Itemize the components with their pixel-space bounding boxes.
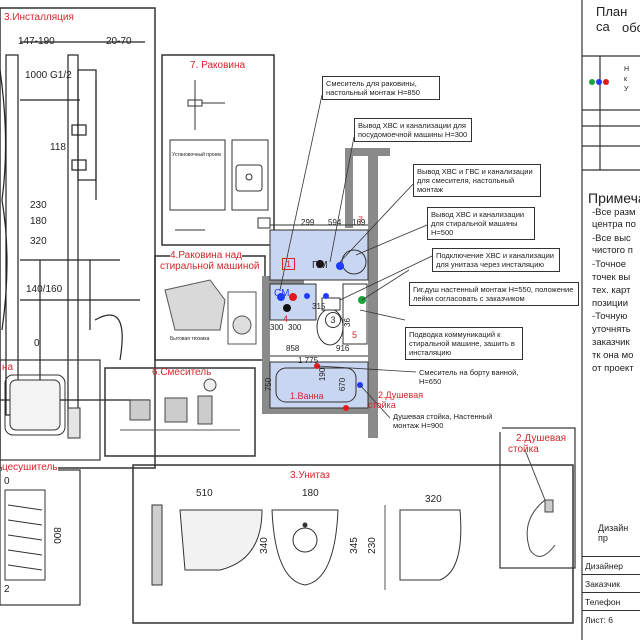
note-line: -Точную	[592, 311, 628, 322]
title-block-client: Заказчик	[582, 574, 640, 592]
plan-label-shower-2: стойка	[368, 400, 396, 410]
sink-drawing	[169, 80, 271, 231]
design-label: Дизайн пр	[598, 523, 629, 543]
plan-label-sm: СМ	[274, 288, 290, 299]
plan-label-pm: ПМ	[312, 260, 328, 271]
note-line: тех. карт	[592, 285, 631, 296]
note-line: -Точное	[592, 259, 627, 270]
plan-dim-299: 299	[301, 218, 315, 227]
plan-dim-858: 858	[286, 344, 300, 353]
towel-dryer-drawing	[4, 489, 46, 581]
note-line: уточнять	[592, 324, 631, 335]
callout-toilet-connection: Подключение ХВС и канализации для унитаз…	[432, 248, 560, 272]
laundry-caption: Бытовая техника	[170, 336, 210, 342]
shower-head-title-2: стойка	[508, 444, 539, 455]
laundry-sink-title-1: 4.Раковина над	[170, 250, 242, 261]
toilet-dim-230: 230	[366, 537, 378, 554]
toilet-drawings	[151, 504, 462, 590]
plan-mark-4: 4	[283, 314, 289, 324]
plan-dim-315: 315	[312, 302, 326, 311]
callout-washing-machine: Вывод ХВС и канализации для стиральной м…	[427, 207, 535, 240]
plan-dim-594: 594	[328, 218, 342, 227]
dim-140-160: 140/160	[26, 284, 63, 295]
note-line: заказчик	[592, 337, 630, 348]
laundry-sink-title-2: стиральной машиной	[160, 261, 260, 272]
floor-plan	[262, 94, 433, 438]
bath-fragment-title: на	[2, 362, 14, 373]
dim-20-70: 20-70	[106, 36, 132, 47]
plan-mark-1: 1	[282, 258, 296, 270]
callout-shower-stand: Душевая стойка, Настенный монтаж H=900	[390, 410, 502, 432]
callout-bath-mixer: Смеситель на борту ванной, H=650	[416, 366, 528, 388]
note-line: от проект	[592, 363, 634, 374]
callout-washer-supply: Подводка коммуникаций к стиральной машин…	[405, 327, 523, 360]
title-block-sheet: Лист: 6	[582, 610, 640, 628]
callout-mixer-outlet: Вывод ХВС и ГВС и канализации для смесит…	[413, 164, 541, 197]
title-block-designer: Дизайнер	[582, 556, 640, 574]
right-panel-frame	[581, 0, 640, 640]
sheet-title-1: План са	[596, 4, 628, 34]
sink-title: 7. Раковина	[190, 60, 246, 71]
legend-line-1: Н	[624, 66, 630, 73]
plan-mark-7: 7	[358, 215, 364, 225]
towel-dim-2: 2	[4, 584, 10, 595]
sink-caption: Установочный проем	[172, 152, 221, 158]
shower-head-title-1: 2.Душевая	[516, 433, 567, 444]
dim-180: 180	[30, 216, 47, 227]
plan-dim-36: 36	[342, 318, 352, 327]
bathtub-drawing	[4, 374, 81, 439]
towel-dim-0: 0	[4, 476, 10, 487]
dim-g12: G1/2	[50, 70, 72, 81]
plan-dim-300b: 300	[288, 323, 302, 332]
note-line: позиции	[592, 298, 629, 309]
plan-dim-670: 670	[338, 377, 348, 392]
mixer-title: 6.Смеситель	[152, 367, 212, 378]
toilet-dim-340: 340	[258, 537, 270, 554]
callout-dishwasher: Вывод ХВС и канализации для посудомоечно…	[354, 118, 472, 142]
sheet-title-2: обо	[622, 20, 640, 35]
dim-320: 320	[30, 236, 47, 247]
plan-dim-750: 750	[264, 377, 274, 392]
legend-line-3: У	[624, 86, 629, 93]
dim-0: 0	[34, 338, 40, 349]
note-line: чистого п	[592, 245, 633, 256]
dim-147-190: 147-190	[18, 36, 55, 47]
dim-230: 230	[30, 200, 47, 211]
toilet-title: 3.Унитаз	[290, 470, 330, 481]
toilet-dim-345: 345	[348, 537, 360, 554]
plan-dim-300a: 300	[270, 323, 284, 332]
note-line: -Все разм	[592, 207, 636, 218]
toilet-dim-180: 180	[302, 488, 319, 499]
plan-mark-5: 5	[352, 330, 358, 340]
plan-label-shower: 2.Душевая	[378, 390, 424, 400]
plan-dim-190: 190	[318, 367, 328, 382]
plan-label-bath: 1.Ванна	[290, 391, 324, 401]
plan-dim-916: 916	[336, 344, 350, 353]
plan-dim-169: 169	[352, 218, 366, 227]
install-title: 3.Инсталляция	[4, 12, 74, 23]
dim-118: 118	[50, 142, 66, 153]
callout-hygienic-shower: Гиг.душ настенный монтаж H=550, положени…	[409, 282, 579, 306]
plan-dim-1775: 1 775	[298, 356, 319, 365]
dim-1000: 1000	[25, 70, 48, 81]
mixer-drawing	[120, 378, 240, 431]
plan-mark-3: 3	[325, 312, 341, 328]
note-line: центра по	[592, 219, 636, 230]
callout-sink-mixer: Смеситель для раковины, настольный монта…	[322, 76, 440, 100]
note-line: -Все выс	[592, 233, 631, 244]
note-line: тк она мо	[592, 350, 634, 361]
title-block-phone: Телефон	[582, 592, 640, 610]
notes-title: Примеча	[588, 190, 640, 206]
laundry-sink-drawing	[164, 279, 257, 345]
legend-line-2: к	[624, 76, 628, 83]
hand-shower-drawing	[524, 449, 556, 557]
towel-dim-800: 800	[50, 527, 62, 544]
towel-fragment-title: цесушитель	[2, 462, 58, 473]
note-line: точек вы	[592, 272, 631, 283]
toilet-dim-320: 320	[425, 494, 442, 505]
toilet-dim-510: 510	[196, 488, 213, 499]
